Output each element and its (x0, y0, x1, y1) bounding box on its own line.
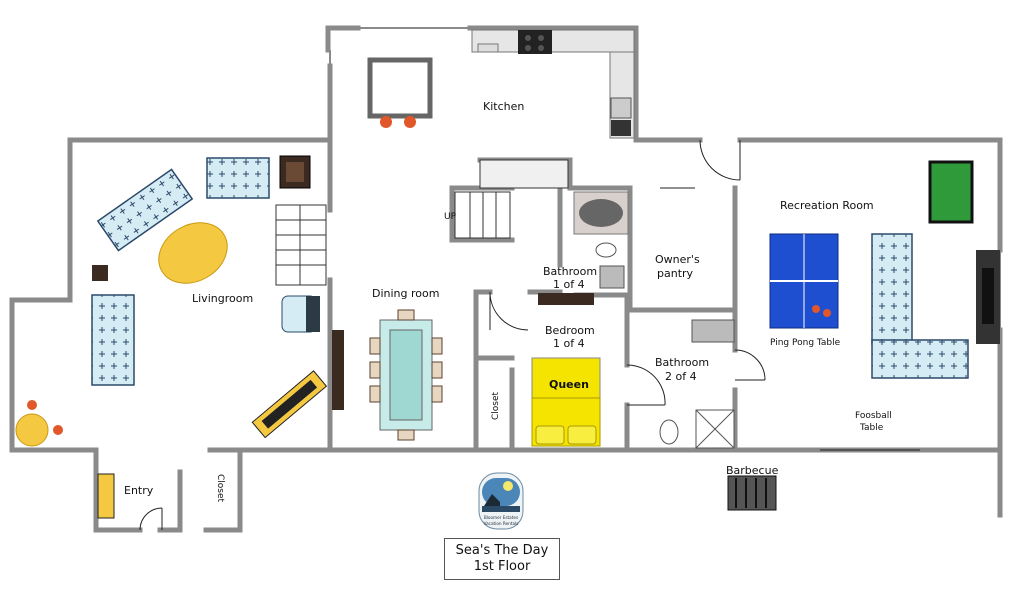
foosball-table (928, 160, 974, 224)
stove-icon (518, 30, 552, 54)
bathroom-1-label-line2: 1 of 4 (553, 278, 585, 291)
bathroom-2-fixtures (659, 319, 735, 449)
stairs-center (454, 159, 569, 239)
ping-pong-label: Ping Pong Table (770, 338, 841, 348)
bathroom-2-label-line2: 2 of 4 (665, 370, 697, 383)
sink-icon (599, 265, 625, 289)
sofa-left (91, 294, 135, 386)
logo-line2: Vacation Rentals (484, 521, 519, 526)
bathroom-1-label-line1: Bathroom (543, 265, 597, 278)
loveseat (206, 157, 270, 199)
recreation-room-label: Recreation Room (780, 199, 874, 212)
sectional-sofa (871, 233, 913, 345)
sink-icon (691, 319, 735, 343)
entry-label: Entry (124, 484, 154, 497)
foosball-label-line2: Table (859, 423, 884, 433)
recreation-furniture (727, 160, 1000, 511)
bathroom-1-fixtures (573, 191, 629, 289)
dining-room-label: Dining room (372, 287, 439, 300)
round-table (15, 413, 49, 447)
livingroom-label: Livingroom (192, 292, 253, 305)
pantry-label-line1: Owner's (655, 253, 700, 266)
logo-emblem-icon: Bloomer Estates Vacation Rentals (478, 472, 524, 530)
bedroom-furniture (531, 293, 601, 447)
toilet-icon (659, 419, 679, 445)
bedroom-closet-label: Closet (491, 391, 501, 420)
bed-label: Queen (549, 378, 589, 391)
paddle-icon (823, 309, 831, 317)
bathtub-icon (579, 199, 623, 227)
pillow-icon (567, 425, 597, 445)
bloomer-estates-logo: Bloomer Estates Vacation Rentals (478, 472, 524, 530)
entry-bench (97, 473, 115, 519)
title-line1: Sea's The Day (455, 543, 549, 558)
floor-plan-title: Sea's The Day 1st Floor (444, 538, 560, 580)
entry-closet-label: Closet (215, 474, 225, 503)
stair-up-label: UP (444, 212, 457, 222)
dining-table-set (332, 309, 443, 441)
fireplace (251, 370, 328, 439)
bedroom-label-line2: 1 of 4 (553, 337, 585, 350)
kitchen-sink-icon (610, 97, 632, 119)
chair-icon (27, 400, 37, 410)
pillow-icon (535, 425, 565, 445)
dishwasher-icon (611, 120, 631, 136)
doors (139, 139, 920, 531)
paddle-icon (812, 305, 820, 313)
logo-line1: Bloomer Estates (484, 515, 518, 520)
kitchen-island (367, 57, 433, 119)
living-room-furniture (91, 155, 328, 439)
chair-icon (53, 425, 63, 435)
buffet-cabinet (332, 330, 344, 410)
kitchen-counter-top (471, 29, 635, 53)
stairs-left (275, 204, 327, 286)
kitchen-label: Kitchen (483, 100, 524, 113)
barbecue-label: Barbecue (726, 464, 779, 477)
side-table (92, 265, 108, 281)
bar-stool-icon (404, 116, 416, 128)
toilet-icon (595, 242, 617, 258)
pantry-label-line2: pantry (657, 267, 694, 280)
kitchen-area (367, 29, 635, 139)
bar-stool-icon (380, 116, 392, 128)
foosball-label-line1: Foosball (855, 411, 892, 421)
coffee-table (158, 222, 228, 284)
sofa-angled (96, 168, 194, 252)
bedroom-label-line1: Bedroom (545, 324, 595, 337)
dresser (538, 293, 594, 305)
title-line2: 1st Floor (473, 559, 531, 574)
bathroom-2-label-line1: Bathroom (655, 356, 709, 369)
